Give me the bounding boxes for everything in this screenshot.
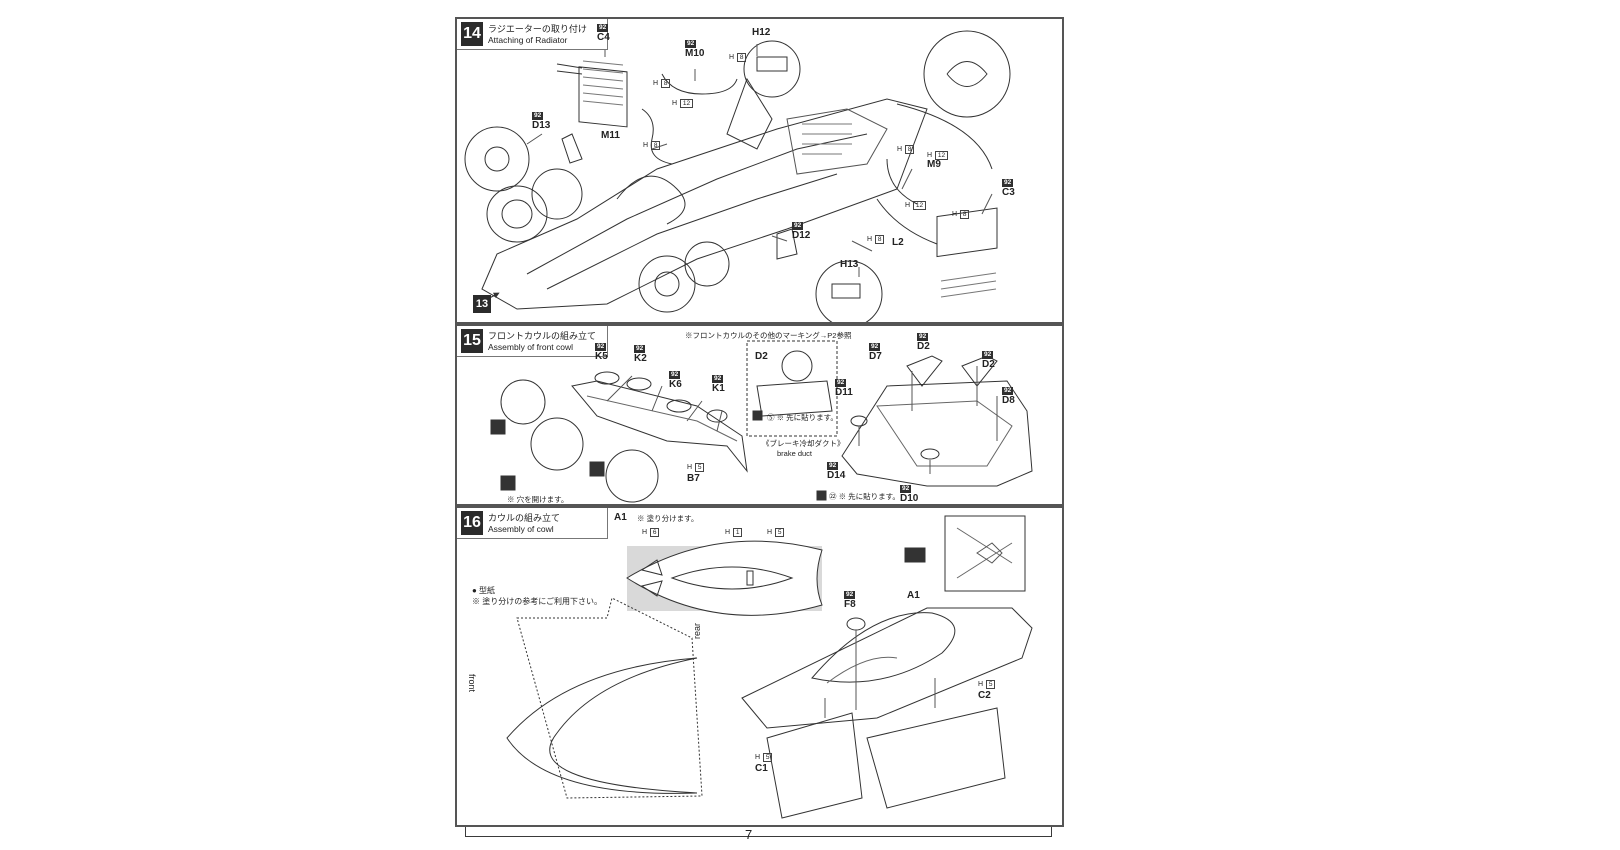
ref-step-13: 13 — [473, 295, 491, 313]
template-guide-note: ● 型紙※ 塗り分けの参考にご利用下さい。 — [472, 586, 603, 606]
hole-note: ※ 穴を開けます。 — [507, 495, 569, 504]
brake-duct-en: brake duct — [777, 449, 813, 458]
paint-label-a1: A1 — [614, 512, 627, 523]
step-title-en: Attaching of Radiator — [488, 35, 568, 45]
step-14-header: 14 ラジエーターの取り付け Attaching of Radiator — [457, 19, 608, 50]
step-16: 16 カウルの組み立て Assembly of cowl A1 ※ 塗り分けます… — [455, 506, 1064, 827]
front-cowl-illustration — [490, 340, 1033, 503]
step-title-jp: ラジエーターの取り付け — [488, 24, 587, 34]
h-mark: H 12 — [927, 149, 949, 161]
decal-note-5: ⑤ ※ 先に貼ります。 — [767, 413, 838, 422]
part-label-l2: L2 — [892, 237, 904, 248]
paint-h-mark: H 1 — [725, 526, 743, 538]
paint-h-mark: H 6 — [642, 526, 660, 538]
step-title-en: Assembly of front cowl — [488, 342, 574, 352]
h-mark: H 8 — [643, 139, 661, 151]
h-mark: H 12 — [672, 97, 694, 109]
paint-note: ※ 塗り分けます。 — [637, 514, 699, 523]
step-title-jp: カウルの組み立て — [488, 513, 561, 523]
guide-rear-label: rear — [692, 622, 703, 640]
step-title-en: Assembly of cowl — [488, 524, 554, 534]
decal-note-22: ㉒ ※ 先に貼ります。 — [829, 492, 900, 501]
part-label-h12: H12 — [752, 27, 771, 38]
paint-h-mark: H 5 — [767, 526, 785, 538]
cowl-assembly-illustration — [506, 515, 1033, 819]
part-label-h13: H13 — [840, 259, 859, 270]
step-16-header: 16 カウルの組み立て Assembly of cowl — [457, 508, 608, 539]
step-title-jp: フロントカウルの組み立て — [488, 331, 597, 341]
brake-duct-jp: 《ブレーキ冷却ダクト》 — [762, 439, 845, 448]
part-label-a1: A1 — [907, 590, 920, 601]
h-mark: H 8 — [653, 77, 671, 89]
h-mark: H 12 — [905, 199, 927, 211]
step-number: 14 — [461, 22, 483, 46]
step-number: 16 — [461, 511, 483, 535]
radiator-illustration — [464, 30, 1011, 322]
h-mark: H 8 — [897, 143, 915, 155]
h-mark: H 8 — [729, 51, 747, 63]
step-15-header: 15 フロントカウルの組み立て Assembly of front cowl — [457, 326, 608, 357]
part-label-m11: M11 — [601, 130, 620, 141]
h-mark: H 8 — [952, 208, 970, 220]
h-mark: H 8 — [867, 233, 885, 245]
inset-label-d2: D2 — [755, 351, 768, 362]
guide-front-label: front — [467, 673, 478, 693]
page-number: 7 — [745, 827, 753, 842]
step-number: 15 — [461, 329, 483, 353]
marking-note: ※フロントカウルのその他のマーキング→P2参照 — [685, 331, 852, 340]
step-15: 15 フロントカウルの組み立て Assembly of front cowl ※… — [455, 324, 1064, 506]
part-label-m9: M9 — [927, 159, 941, 170]
